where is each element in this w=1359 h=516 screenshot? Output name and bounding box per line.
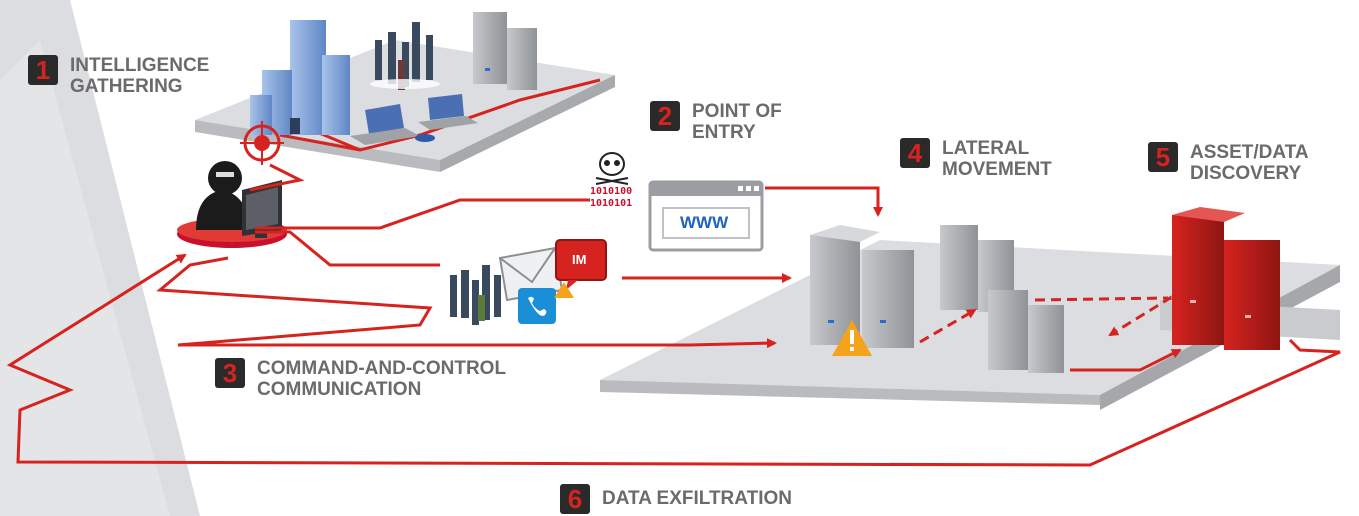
browser-window-icon [648, 180, 764, 252]
employees-group-icon [450, 265, 501, 325]
office-building-icon [250, 20, 350, 135]
step-number: 2 [650, 101, 680, 131]
hacker-icon [177, 161, 287, 248]
background-stripe-light [0, 40, 170, 516]
step-data-exfiltration: 6 DATA EXFILTRATION [560, 484, 792, 514]
step-number: 1 [28, 55, 58, 85]
lateral-servers-icon [940, 225, 1064, 373]
laptop-icon [350, 94, 478, 145]
im-label: IM [572, 252, 587, 267]
im-badge-icon [555, 239, 607, 290]
warning-icon [832, 320, 872, 356]
step-number: 6 [560, 484, 590, 514]
target-crosshair-icon [240, 121, 284, 165]
step-label: DATA EXFILTRATION [602, 488, 792, 509]
step-number: 3 [215, 358, 245, 388]
skull-icon [595, 152, 629, 185]
target-data-servers-icon [1172, 207, 1280, 350]
people-group-icon [370, 22, 440, 90]
top-servers-icon [473, 12, 537, 90]
binary-code-text: 1010100 1010101 [590, 186, 633, 209]
warning-small-icon [554, 282, 574, 298]
phone-icon [518, 288, 556, 324]
browser-www-label: WWW [680, 213, 729, 232]
connection-lines [6, 163, 1341, 467]
step-number: 5 [1148, 142, 1178, 172]
step-number: 4 [900, 138, 930, 168]
